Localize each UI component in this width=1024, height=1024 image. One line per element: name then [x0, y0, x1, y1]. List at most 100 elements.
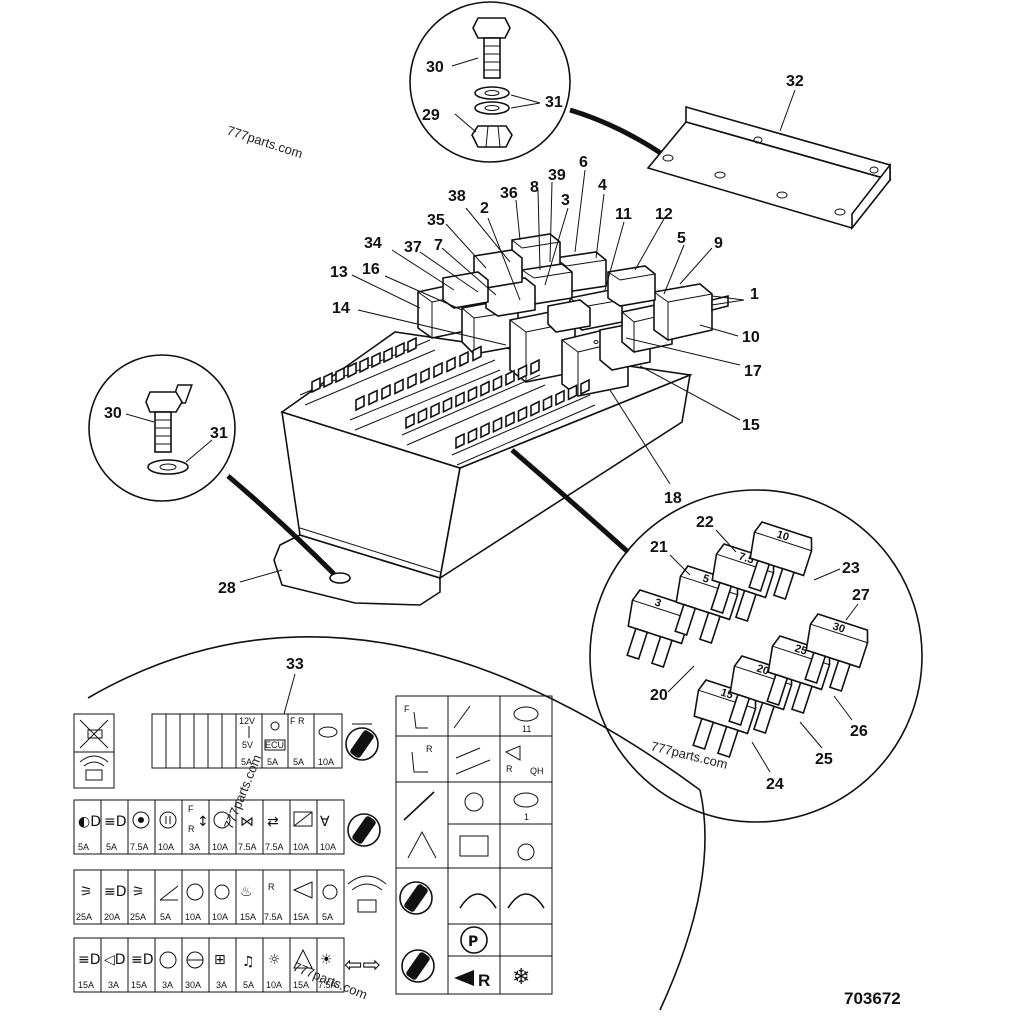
beacon-icon — [347, 875, 387, 913]
wiper-wash-icon: ∀ — [320, 814, 330, 830]
fuse-row-3 — [401, 374, 546, 446]
crossed-wiper-icon — [79, 719, 109, 749]
right-label-1: 1 — [524, 812, 529, 822]
svg-text:◁D: ◁D — [104, 952, 126, 968]
svg-text:◐D: ◐D — [78, 814, 101, 830]
brake-warning-icon — [132, 811, 150, 829]
row3-rating-2: 20A — [104, 912, 120, 922]
callout-37: 37 — [404, 239, 422, 256]
fan-icon — [322, 884, 338, 900]
row3-rating-4: 5A — [160, 912, 171, 922]
work-tool-icon — [453, 705, 471, 729]
callout-18: 18 — [664, 490, 682, 507]
fuse-label-row-3: ⚞ ≡D ⚞ ♨ R 25A 20A 25A 5A 10A 10A 15A 7.… — [73, 869, 433, 925]
svg-text:⇦⇨: ⇦⇨ — [344, 953, 381, 978]
label-ecu: ECU — [265, 740, 284, 750]
callout-17: 17 — [744, 363, 762, 380]
fr-arrows-icon: ↕ — [197, 814, 209, 830]
callout-20: 20 — [650, 687, 668, 704]
deck-fuse — [542, 394, 553, 412]
deck-fuse — [335, 366, 345, 384]
blade-fuse-rating: 3 — [653, 597, 663, 610]
svg-text:❄: ❄ — [512, 965, 530, 990]
deck-fuse — [433, 361, 443, 379]
callout-3: 3 — [561, 192, 570, 209]
deck-fuse — [371, 351, 381, 369]
row4-rating-10: 7.5A — [318, 980, 337, 990]
deck-fuse — [517, 405, 528, 423]
svg-text:⚞: ⚞ — [80, 884, 93, 900]
deck-fuse — [323, 371, 333, 389]
seat-heater-icon: ♨ — [240, 884, 253, 900]
bolt-icon — [472, 17, 511, 79]
deck-fuse — [442, 396, 453, 414]
label-f: F — [188, 804, 194, 814]
label-r: R — [188, 824, 195, 834]
hazard-icon — [293, 948, 313, 969]
cab-light-icon: ☀ — [320, 952, 333, 968]
deck-fuse — [480, 421, 490, 439]
callout-4: 4 — [598, 177, 607, 194]
detail-circle-left: 30 31 — [88, 354, 236, 502]
fuse-label-row-2: ◐D ≡D F R ↕ ⋈ ⇄ ∀ 5A 5A 7.5A 10A 3A 10A … — [73, 799, 381, 855]
wiper-icon — [455, 747, 491, 775]
row4-rating-9: 15A — [293, 980, 309, 990]
right-label-f: F — [404, 704, 410, 714]
ignition-key-icon — [399, 881, 433, 915]
deck-fuse — [430, 401, 440, 419]
nut-icon — [471, 125, 513, 148]
deck-fuse — [555, 389, 565, 407]
callout-21: 21 — [650, 539, 668, 556]
callout-1: 1 — [750, 286, 759, 303]
washer-icon — [147, 459, 189, 475]
callout-31-top: 31 — [545, 94, 563, 111]
row3-rating-7: 15A — [240, 912, 256, 922]
interior-light-icon: ☼ — [268, 952, 281, 968]
right-label-r-small: R — [506, 764, 513, 774]
row3-rating-8: 7.5A — [264, 912, 283, 922]
deck-fuse — [359, 356, 369, 374]
wiper-rear-icon — [407, 830, 437, 859]
row4-rating-4: 3A — [162, 980, 173, 990]
row4-rating-2: 3A — [108, 980, 119, 990]
callout-23: 23 — [842, 560, 860, 577]
callout-2: 2 — [480, 200, 489, 217]
tortoise-icon — [513, 706, 539, 722]
callout-27: 27 — [852, 587, 870, 604]
deck-fuse — [311, 376, 321, 394]
blade-fuse: 30 — [804, 613, 869, 692]
sidelight-icon: ◐D — [78, 814, 101, 830]
callout-11: 11 — [615, 206, 632, 223]
row2-rating-2: 5A — [106, 842, 117, 852]
svg-text:≡D: ≡D — [131, 952, 154, 968]
deck-fuse — [395, 341, 405, 359]
deck-fuse — [455, 432, 465, 450]
deck-fuse — [567, 384, 578, 401]
clutch-icon — [214, 884, 230, 900]
svg-text:☀: ☀ — [320, 952, 333, 968]
row2-rating-1: 5A — [78, 842, 89, 852]
mounting-bracket: 32 — [646, 73, 892, 231]
watermark-2: 777parts.com — [649, 738, 729, 772]
headlight-icon — [459, 893, 497, 909]
label-voltage-12v: 12V — [239, 716, 255, 726]
row4-rating-8: 10A — [266, 980, 282, 990]
callout-13: 13 — [330, 264, 348, 281]
deck-fuse — [383, 346, 393, 364]
fuse-box — [170, 233, 729, 606]
deck-fuse — [492, 374, 503, 392]
callout-34: 34 — [364, 235, 382, 252]
row2-rating-3: 7.5A — [130, 842, 149, 852]
wheel-icon — [159, 951, 177, 969]
seat-icon — [413, 711, 428, 729]
callout-5: 5 — [677, 230, 686, 247]
deck-fuse — [472, 345, 482, 362]
ignition-key-icon — [347, 813, 381, 847]
snowflake-wheel-icon — [186, 951, 204, 969]
callout-14: 14 — [332, 300, 350, 317]
deck-fuse — [368, 389, 378, 406]
fuse-box-callouts: 1 2 3 4 5 6 7 8 9 10 11 12 13 14 15 16 1… — [218, 154, 762, 597]
callout-38: 38 — [448, 188, 466, 205]
